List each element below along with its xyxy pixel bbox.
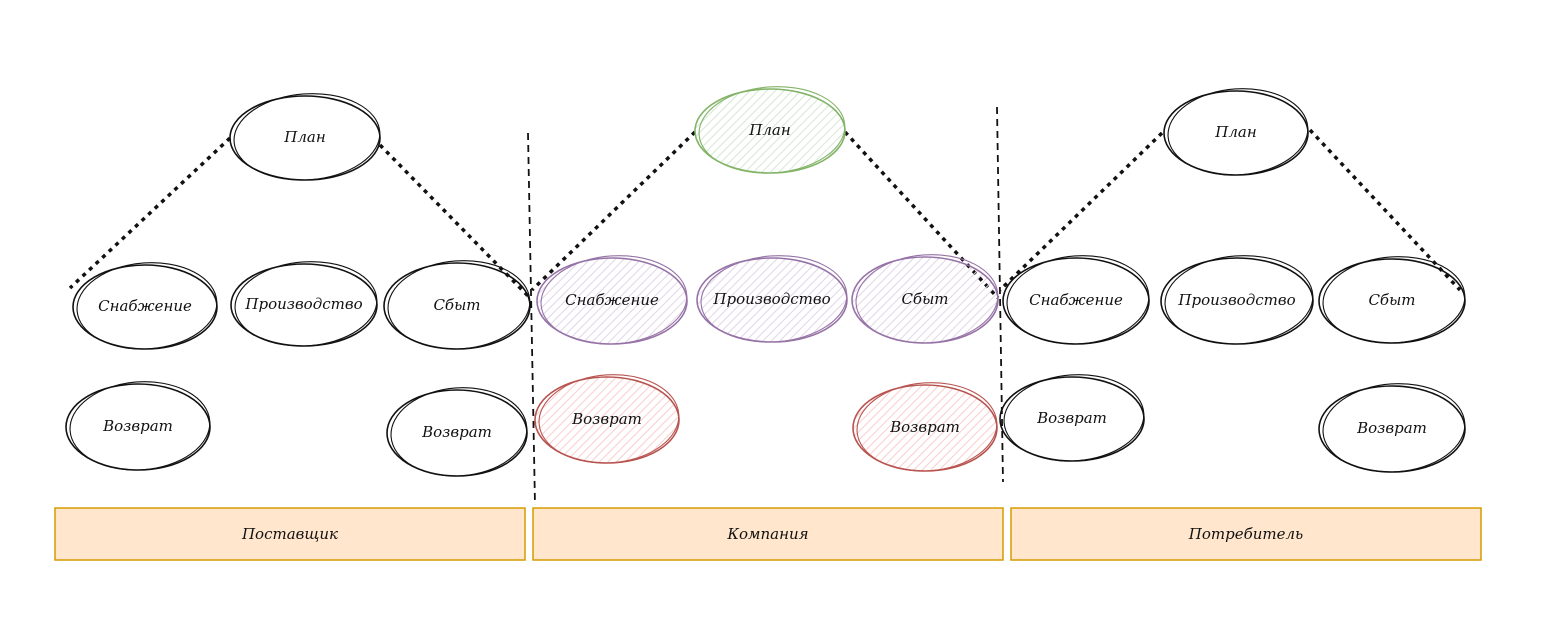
- node-return-deliver[interactable]: Возврат: [386, 383, 530, 480]
- dotted-connector: [530, 130, 697, 292]
- node-outline-sketch: [1167, 88, 1309, 176]
- node-outline-sketch: [234, 261, 378, 347]
- lane-box: [532, 507, 1004, 561]
- dotted-connector: [843, 130, 1000, 300]
- node-plan[interactable]: План: [1163, 84, 1311, 180]
- node-deliver[interactable]: Сбыт: [851, 250, 1001, 348]
- node-make[interactable]: Производство: [1160, 251, 1316, 349]
- node-label: Снабжение: [565, 291, 659, 309]
- node-return-deliver[interactable]: Возврат: [852, 378, 1000, 476]
- dotted-connector: [1308, 128, 1462, 292]
- node-outline-sketch: [540, 255, 688, 345]
- node-return-source[interactable]: Возврат: [65, 377, 213, 475]
- node-outline-sketch: [1006, 255, 1150, 345]
- lane-box: [54, 507, 526, 561]
- dotted-connector: [998, 131, 1164, 292]
- node-source[interactable]: Снабжение: [536, 251, 690, 349]
- node-deliver[interactable]: Сбыт: [1318, 252, 1468, 348]
- lane-label: Компания: [726, 525, 808, 543]
- node-make[interactable]: Производство: [696, 251, 850, 347]
- node-outline-sketch: [855, 254, 999, 344]
- lane-0[interactable]: Поставщик: [54, 507, 526, 561]
- node-return-source[interactable]: Возврат: [534, 370, 682, 468]
- node-label: План: [748, 121, 790, 139]
- node-outline-sketch: [69, 381, 211, 471]
- node-outline-sketch: [1164, 255, 1314, 345]
- node-fill: [535, 377, 679, 463]
- node-fill: [852, 257, 998, 343]
- lane-box: [1010, 507, 1482, 561]
- node-outline-sketch: [538, 374, 680, 464]
- node-outline-sketch: [76, 262, 218, 350]
- node-label: Возврат: [1036, 409, 1107, 427]
- node-label: Сбыт: [433, 296, 480, 314]
- node-label: Возврат: [102, 417, 173, 435]
- node-outline-sketch: [1322, 383, 1466, 473]
- node-label: Снабжение: [1029, 291, 1123, 309]
- node-outline-sketch: [700, 255, 848, 343]
- node-label: Возврат: [889, 418, 960, 436]
- node-label: Производство: [712, 290, 830, 308]
- node-deliver[interactable]: Сбыт: [383, 256, 533, 354]
- lane-label: Потребитель: [1188, 525, 1303, 543]
- node-plan[interactable]: План: [694, 82, 848, 178]
- node-label: Возврат: [1356, 419, 1427, 437]
- node-label: Сбыт: [901, 290, 948, 308]
- node-outline-sketch: [856, 382, 998, 472]
- node-outline-sketch: [1003, 374, 1145, 462]
- node-label: Производство: [244, 295, 362, 313]
- node-source[interactable]: Снабжение: [72, 258, 220, 354]
- node-label: Возврат: [571, 410, 642, 428]
- lane-1[interactable]: Компания: [532, 507, 1004, 561]
- node-outline-sketch: [387, 260, 531, 350]
- node-source[interactable]: Снабжение: [1002, 251, 1152, 349]
- node-label: Сбыт: [1368, 291, 1415, 309]
- node-return-source[interactable]: Возврат: [999, 370, 1147, 466]
- node-plan[interactable]: План: [229, 89, 383, 185]
- node-label: Производство: [1177, 291, 1295, 309]
- node-fill: [697, 258, 847, 342]
- node-fill: [853, 385, 997, 471]
- node-label: Возврат: [421, 423, 492, 441]
- node-fill: [537, 258, 687, 344]
- node-label: План: [283, 128, 325, 146]
- lane-label: Поставщик: [241, 525, 338, 543]
- node-outline-sketch: [390, 387, 528, 477]
- node-make[interactable]: Производство: [230, 257, 380, 351]
- node-outline-sketch: [698, 86, 846, 174]
- node-outline-sketch: [233, 93, 381, 181]
- node-return-deliver[interactable]: Возврат: [1318, 379, 1468, 477]
- node-fill: [695, 89, 845, 173]
- lane-2[interactable]: Потребитель: [1010, 507, 1482, 561]
- lane-divider: [996, 106, 1004, 483]
- node-label: План: [1214, 123, 1256, 141]
- node-outline-sketch: [1322, 256, 1466, 344]
- dotted-connector: [68, 136, 232, 290]
- node-label: Снабжение: [98, 297, 192, 315]
- lane-divider: [527, 132, 536, 506]
